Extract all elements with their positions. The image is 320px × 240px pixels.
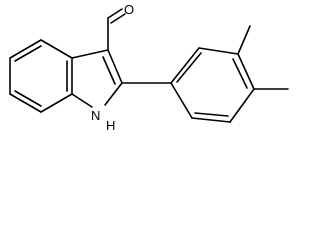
pyrrole-ring — [71, 49, 123, 108]
benzene-ring — [9, 39, 73, 113]
bond-co-2 — [110, 13, 126, 24]
aryl-bond-3-inner — [232, 58, 248, 89]
bond-c3a-c4 — [40, 39, 73, 59]
bond-c2-n1 — [104, 82, 123, 106]
molecule-drawing: O N H — [9, 2, 289, 133]
bond-c6-c7 — [9, 93, 42, 113]
aryl-bond-4 — [229, 88, 255, 123]
bond-co-1 — [107, 8, 123, 19]
dimethylphenyl-ring — [170, 47, 255, 123]
bond-c4-c5 — [9, 39, 42, 59]
bond-c6-c7-inner — [14, 90, 42, 107]
bond-c3a-c3 — [71, 49, 109, 59]
aryl-bond-5 — [191, 117, 231, 123]
hydrogen-label: H — [106, 118, 115, 133]
bond-n1-c7a — [71, 93, 93, 108]
aryl-bond-1-inner — [176, 52, 202, 83]
aldehyde-group — [107, 8, 126, 51]
methyl-bond-meta — [237, 25, 251, 55]
bond-c7-c7a — [40, 93, 73, 113]
aryl-bond-3 — [237, 53, 255, 90]
aryl-bond-2 — [198, 47, 239, 55]
aryl-bond-5-inner — [194, 112, 229, 117]
bond-c3-c2-inner — [102, 56, 116, 85]
aryl-bond-1 — [170, 47, 200, 84]
structure-diagram: O N H — [9, 2, 289, 133]
oxygen-label: O — [124, 2, 134, 17]
bond-c3-c2 — [107, 49, 123, 84]
aryl-bond-6 — [170, 82, 193, 119]
bond-c4-c5-inner — [14, 45, 42, 62]
nitrogen-label: N — [91, 108, 100, 123]
